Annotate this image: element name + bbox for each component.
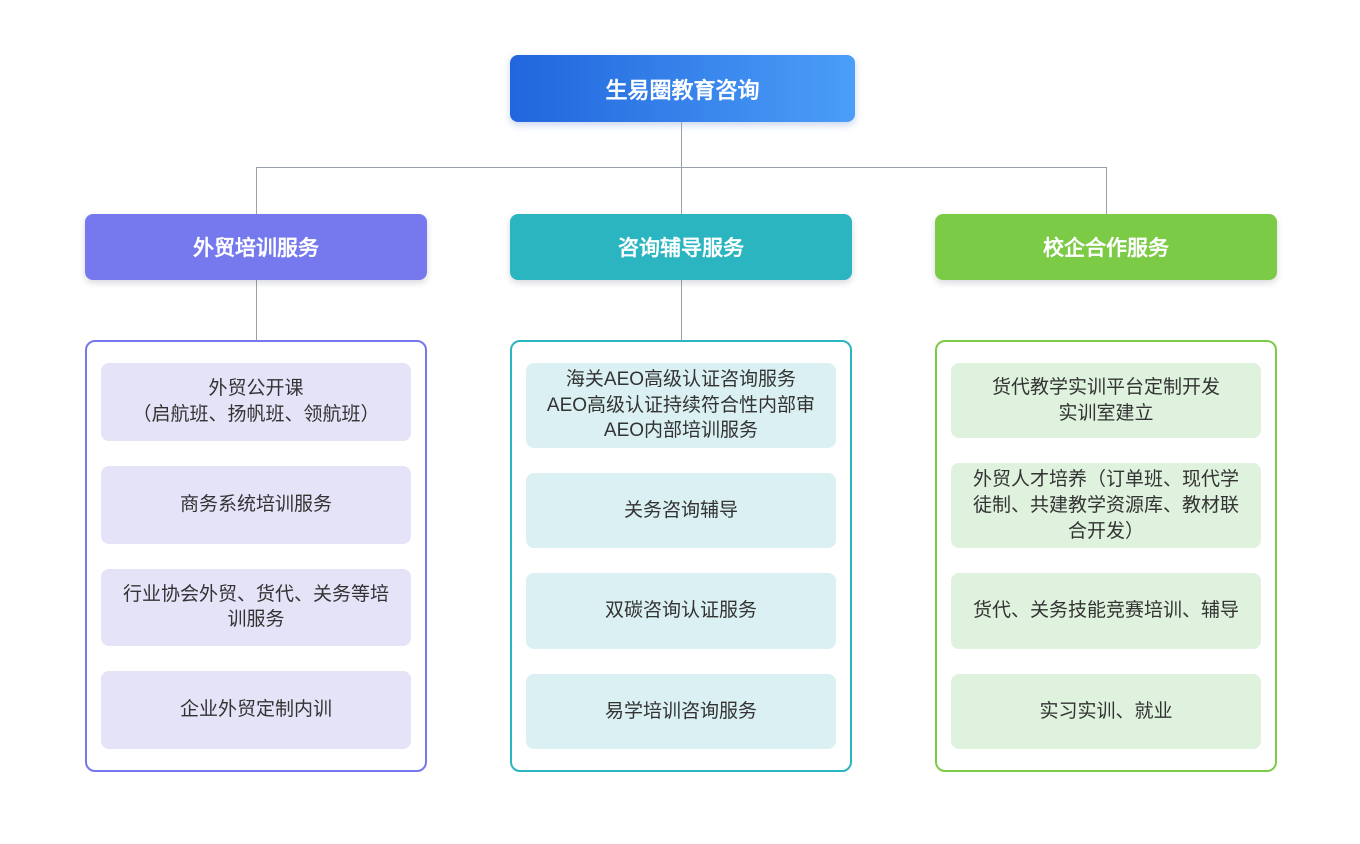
connector-left-header-stem: [256, 280, 257, 340]
branch-school-enterprise-cooperation: 校企合作服务 货代教学实训平台定制开发 实训室建立 外贸人才培养（订单班、现代学…: [935, 214, 1277, 772]
root-node-label: 生易圈教育咨询: [605, 77, 760, 103]
branch-header-consulting-coaching: 咨询辅导服务: [510, 214, 852, 280]
branch-title: 校企合作服务: [1043, 237, 1169, 260]
service-item-business-system-training: 商务系统培训服务: [101, 465, 411, 544]
service-item-dual-carbon-consulting: 双碳咨询认证服务: [526, 573, 836, 649]
service-item-yixue-training-consulting: 易学培训咨询服务: [526, 673, 836, 749]
service-item-talent-cultivation: 外贸人才培养（订单班、现代学徒制、共建教学资源库、教材联合开发）: [951, 463, 1261, 549]
service-item-enterprise-custom-training: 企业外贸定制内训: [101, 671, 411, 749]
service-item-skills-competition-training: 货代、关务技能竞赛培训、辅导: [951, 573, 1261, 649]
service-item-training-platform-development: 货代教学实训平台定制开发 实训室建立: [951, 363, 1261, 439]
service-item-aeo-certification: 海关AEO高级认证咨询服务 AEO高级认证持续符合性内部审 AEO内部培训服务: [526, 363, 836, 448]
branch-panel-foreign-trade-training: 外贸公开课 （启航班、扬帆班、领航班） 商务系统培训服务 行业协会外贸、货代、关…: [85, 340, 427, 772]
connector-drop-left: [256, 167, 257, 214]
branch-foreign-trade-training: 外贸培训服务 外贸公开课 （启航班、扬帆班、领航班） 商务系统培训服务 行业协会…: [85, 214, 427, 772]
branch-title: 咨询辅导服务: [618, 237, 744, 260]
root-node: 生易圈教育咨询: [510, 55, 855, 122]
branch-panel-consulting-coaching: 海关AEO高级认证咨询服务 AEO高级认证持续符合性内部审 AEO内部培训服务 …: [510, 340, 852, 772]
branch-header-foreign-trade-training: 外贸培训服务: [85, 214, 427, 280]
branch-title: 外贸培训服务: [193, 237, 319, 260]
connector-drop-middle: [681, 167, 682, 214]
connector-root-stem: [681, 122, 682, 167]
service-item-open-course: 外贸公开课 （启航班、扬帆班、领航班）: [101, 363, 411, 441]
service-item-customs-consulting: 关务咨询辅导: [526, 472, 836, 549]
connector-middle-header-stem: [681, 280, 682, 340]
branch-consulting-coaching: 咨询辅导服务 海关AEO高级认证咨询服务 AEO高级认证持续符合性内部审 AEO…: [510, 214, 852, 772]
service-item-internship-employment: 实习实训、就业: [951, 673, 1261, 749]
connector-drop-right: [1106, 167, 1107, 214]
branch-header-school-enterprise-cooperation: 校企合作服务: [935, 214, 1277, 280]
branch-panel-school-enterprise-cooperation: 货代教学实训平台定制开发 实训室建立 外贸人才培养（订单班、现代学徒制、共建教学…: [935, 340, 1277, 772]
service-item-industry-association-training: 行业协会外贸、货代、关务等培训服务: [101, 568, 411, 647]
